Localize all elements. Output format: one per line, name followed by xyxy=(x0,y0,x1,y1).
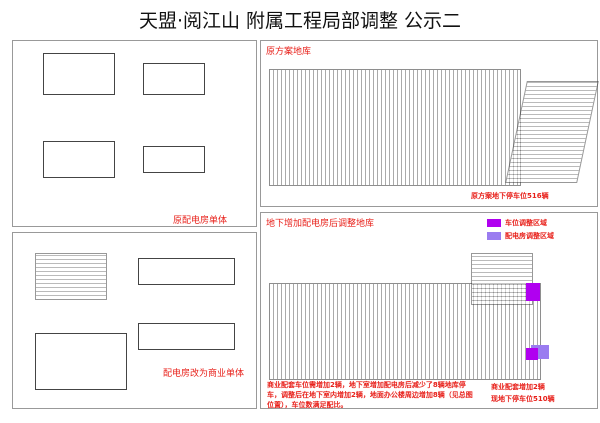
summary-line-1: 商业配套增加2辆 xyxy=(491,383,545,391)
original-garage-label: 原方案地库 xyxy=(266,47,312,57)
adjustment-note: 商业配套车位需增加2辆，地下室增加配电房后减少了8辆地库停车，调整后在地下室内增… xyxy=(267,381,473,409)
parking-adjust-area xyxy=(526,348,538,360)
legend-swatch xyxy=(487,232,501,240)
legend-label: 车位调整区域 xyxy=(505,219,547,227)
summary-line-2: 现地下停车位510辆 xyxy=(491,395,555,403)
commercial-unit-panel: 配电房改为商业单体 xyxy=(12,232,257,409)
roof-plan-drawing xyxy=(43,141,115,178)
legend-item: 车位调整区域 xyxy=(487,218,554,228)
original-parking-count: 原方案地下停车位516辆 xyxy=(471,192,549,200)
commercial-unit-label: 配电房改为商业单体 xyxy=(163,369,245,379)
original-unit-label: 原配电房单体 xyxy=(173,216,228,226)
legend: 车位调整区域 配电房调整区域 xyxy=(487,218,554,244)
commercial-section xyxy=(138,323,235,350)
original-garage-panel: 原方案地库 原方案地下停车位516辆 xyxy=(260,40,599,207)
floor-plan-drawing xyxy=(43,53,115,95)
legend-swatch xyxy=(487,219,501,227)
commercial-floor-plan xyxy=(35,253,107,300)
adjusted-garage-panel: 地下增加配电房后调整地库 车位调整区域 配电房调整区域 商业配套车位需增加2辆，… xyxy=(260,212,598,409)
adjusted-garage-towers xyxy=(471,253,533,305)
page-title: 天盟·阅江山 附属工程局部调整 公示二 xyxy=(138,10,462,32)
elevation-drawing xyxy=(143,63,205,95)
adjusted-garage-label: 地下增加配电房后调整地库 xyxy=(266,219,375,229)
legend-label: 配电房调整区域 xyxy=(505,232,554,240)
original-garage-plan xyxy=(269,69,521,186)
commercial-roof-plan xyxy=(35,333,127,390)
original-unit-panel: 原配电房单体 xyxy=(12,40,257,227)
commercial-elevation xyxy=(138,258,235,285)
parking-adjust-area xyxy=(526,283,540,301)
legend-item: 配电房调整区域 xyxy=(487,231,554,241)
section-drawing xyxy=(143,146,205,173)
